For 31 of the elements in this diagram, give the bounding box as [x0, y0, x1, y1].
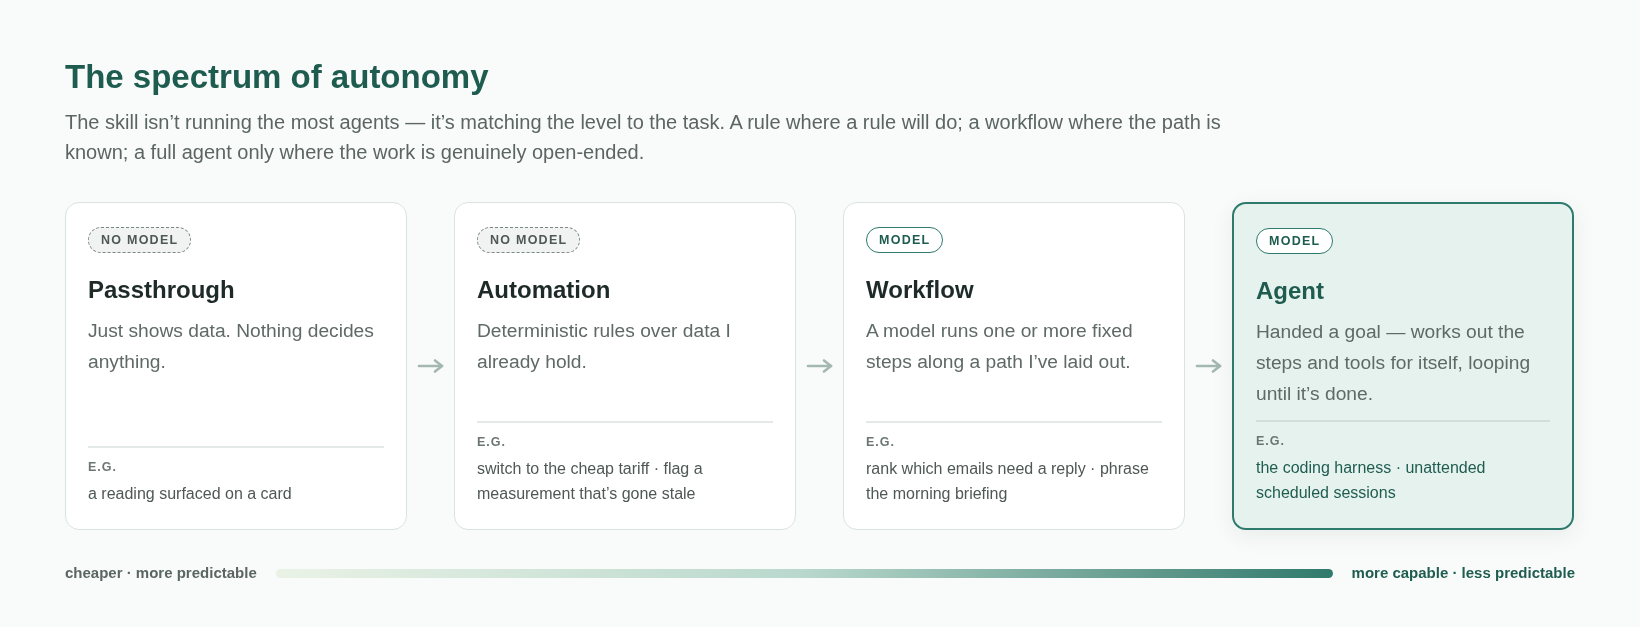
model-tag: NO MODEL — [477, 227, 581, 253]
example-label: E.G. — [477, 434, 506, 450]
arrow — [806, 359, 833, 373]
card-heading: Agent — [1256, 276, 1324, 305]
arrow — [1195, 359, 1222, 373]
card-heading: Passthrough — [88, 275, 235, 304]
level-card — [1232, 202, 1574, 530]
example-label: E.G. — [88, 459, 117, 475]
example-text: rank which emails need a reply · phrase the morning briefing — [866, 459, 1150, 504]
example-label: E.G. — [1256, 433, 1285, 449]
card-description: Handed a goal — works out the steps and tools for itself, looping until it’s done. — [1256, 320, 1532, 406]
scale-label: cheaper · more predictable — [65, 563, 257, 583]
model-tag: MODEL — [866, 227, 944, 253]
example-label: E.G. — [866, 434, 895, 450]
arrow — [417, 359, 444, 373]
card-description: Just shows data. Nothing decides anything. — [88, 319, 375, 374]
card-heading: Automation — [477, 275, 611, 304]
title: The spectrum of autonomy — [65, 57, 489, 97]
example-text: a reading surfaced on a card — [88, 484, 293, 504]
card-heading: Workflow — [866, 275, 974, 304]
model-tag: NO MODEL — [88, 227, 192, 253]
subtitle: The skill isn’t running the most agents — it’s matching the level to the task. A rule where a rule will do; a workflow where the path is known; a full agent only where the work is genuinely open-ended. — [65, 110, 1222, 165]
level-card — [454, 202, 796, 530]
example-text: the coding harness · unattended scheduled sessions — [1256, 458, 1487, 503]
level-card — [843, 202, 1185, 530]
card-description: A model runs one or more fixed steps along a path I’ve laid out. — [866, 319, 1134, 374]
model-tag: MODEL — [1256, 228, 1334, 254]
level-card — [65, 202, 407, 530]
example-text: switch to the cheap tariff · flag a measurement that’s gone stale — [477, 459, 704, 504]
card-description: Deterministic rules over data I already hold. — [477, 319, 732, 374]
scale-label: more capable · less predictable — [1351, 563, 1575, 583]
